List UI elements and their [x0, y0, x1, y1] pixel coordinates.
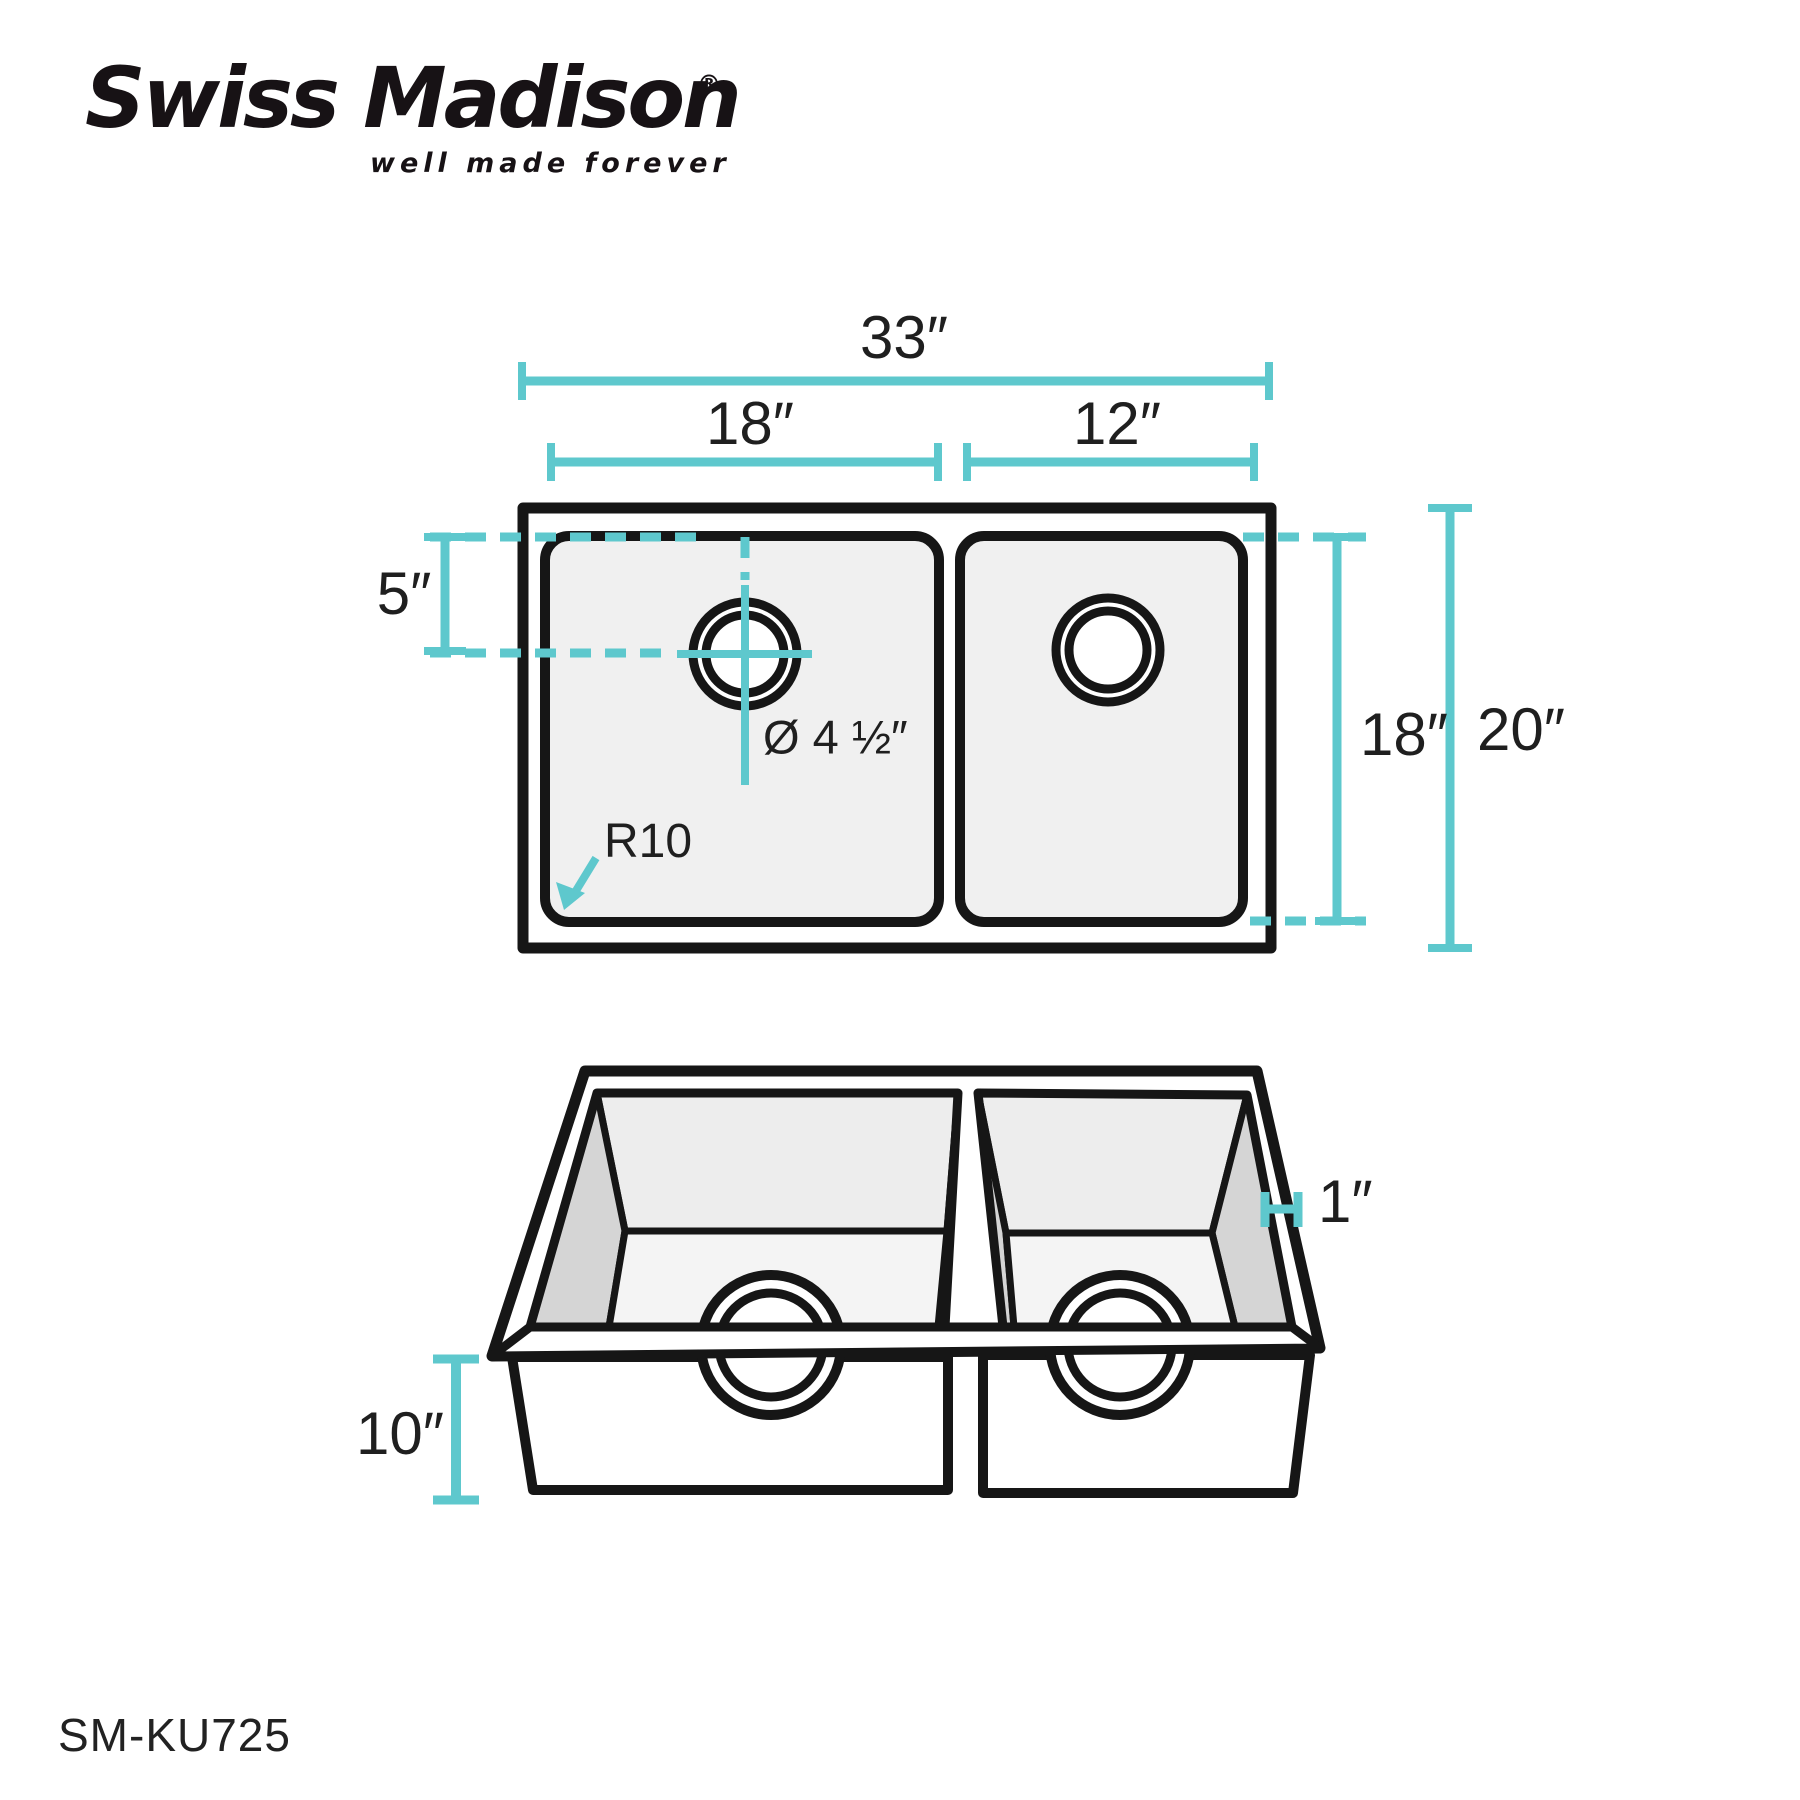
bottom-view-front-rim-band	[487, 1322, 1325, 1361]
bottom-view-drawing	[486, 1065, 1326, 1498]
top-view-dimension-lines	[424, 362, 1472, 952]
brand-name: Swiss Madison	[85, 49, 742, 147]
brand-logo: Swiss Madison ® well made forever	[85, 52, 745, 192]
dim-1-line	[1260, 1192, 1303, 1227]
corner-radius-arrow	[556, 855, 600, 910]
dim-20-label: 20″	[1477, 696, 1565, 763]
dim-18-top-label: 18″	[706, 390, 794, 457]
dim-12-label: 12″	[1073, 390, 1161, 457]
dim-10-line	[433, 1354, 479, 1505]
dim-20-line	[1428, 504, 1472, 952]
bottom-view-dimension-lines	[433, 1192, 1303, 1505]
dim-18-top-line	[547, 443, 942, 481]
dim-33-label: 33″	[860, 304, 948, 371]
model-number: SM-KU725	[58, 1709, 291, 1761]
drain-diameter-label: Ø 4 ½″	[763, 710, 908, 764]
corner-radius-label: R10	[604, 815, 693, 868]
dim-12-line	[963, 443, 1258, 481]
dim-18-right-line	[1315, 533, 1359, 925]
top-view-right-bowl	[955, 531, 1248, 927]
dim-10-label: 10″	[356, 1400, 444, 1467]
dim-1-label: 1″	[1318, 1168, 1373, 1235]
dim-33-line	[518, 362, 1273, 400]
dim-18-right-label: 18″	[1360, 701, 1448, 768]
extension-dashed-lines	[430, 532, 1366, 926]
dim-5-label: 5″	[376, 560, 432, 627]
drain-crosshair	[677, 585, 812, 785]
top-view-right-drain	[1051, 593, 1165, 707]
brand-tagline: well made forever	[370, 148, 731, 179]
registered-trademark-symbol: ®	[697, 70, 721, 98]
